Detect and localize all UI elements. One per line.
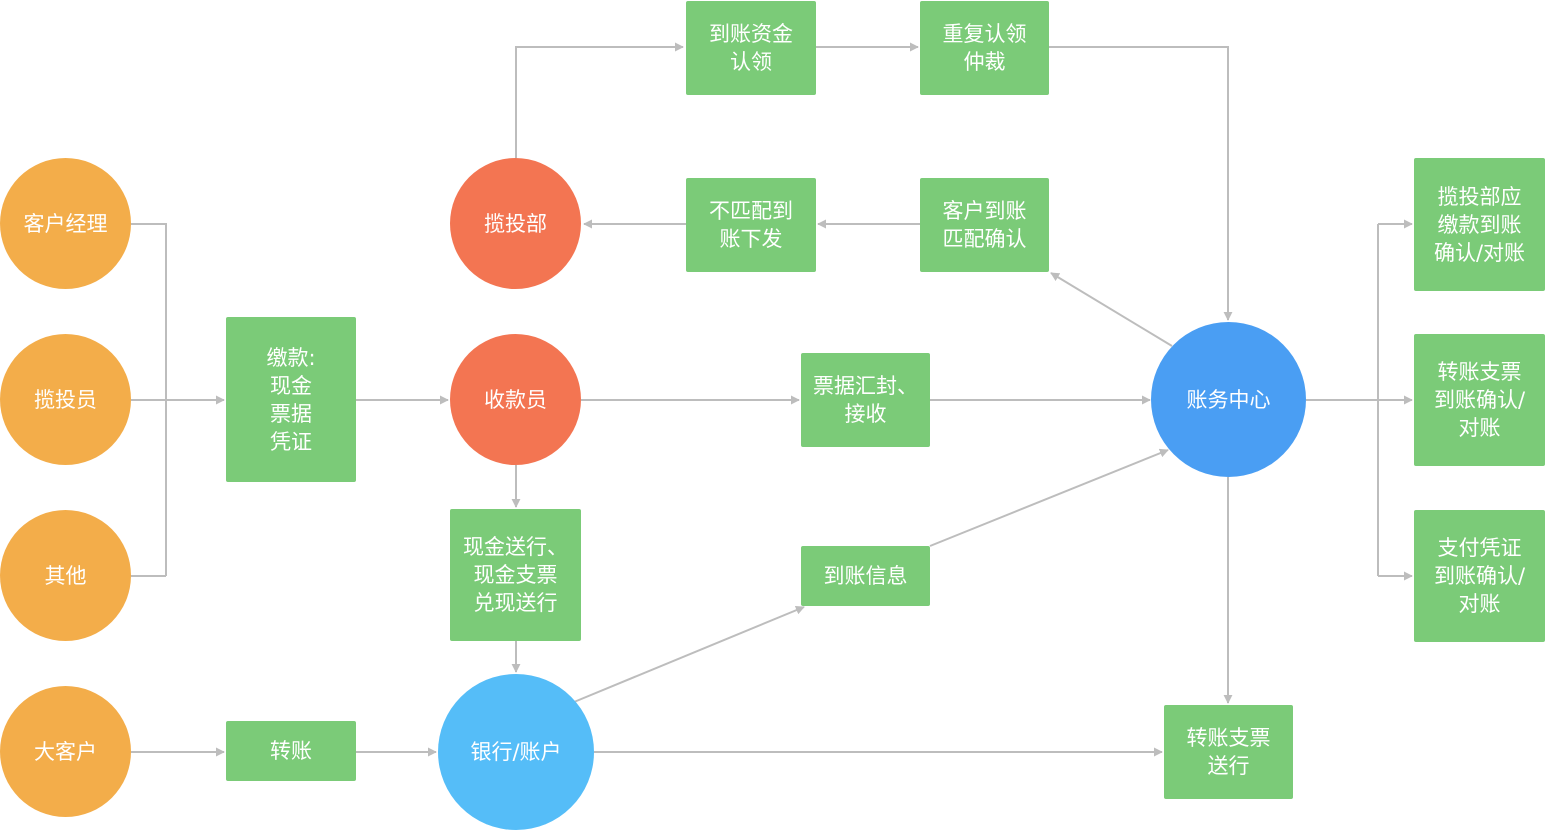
- edge-manager-to-payment: [131, 223, 225, 405]
- edge-arbitration-to-center: [1049, 46, 1233, 321]
- node-payment: 缴款: 现金 票据 凭证: [226, 317, 356, 482]
- node-big-customer: 大客户: [0, 686, 131, 817]
- node-bank-account: 银行/账户: [438, 674, 594, 830]
- node-arrival-claim: 到账资金 认领: [686, 1, 816, 95]
- node-arrival-info: 到账信息: [801, 546, 930, 606]
- node-customer-match: 客户到账 匹配确认: [920, 178, 1049, 272]
- edge-solicit-dept-to-claim: [515, 42, 684, 158]
- node-mismatch-issue: 不匹配到 账下发: [686, 178, 816, 272]
- edge-center-to-match: [1050, 272, 1173, 347]
- node-solicit-dept: 揽投部: [450, 158, 581, 289]
- node-customer-manager: 客户经理: [0, 158, 131, 289]
- node-cash-delivery: 现金送行、 现金支票 兑现送行: [450, 509, 581, 641]
- node-payment-voucher-confirm: 支付凭证 到账确认/ 对账: [1414, 510, 1545, 642]
- node-accounting-center: 账务中心: [1151, 322, 1306, 477]
- node-solicitor: 揽投员: [0, 334, 131, 465]
- node-transfer: 转账: [226, 721, 356, 781]
- node-other: 其他: [0, 510, 131, 641]
- node-bill-seal: 票据汇封、 接收: [801, 353, 930, 447]
- node-transfer-cheque-confirm: 转账支票 到账确认/ 对账: [1414, 334, 1545, 466]
- node-repeat-claim: 重复认领 仲裁: [920, 1, 1049, 95]
- node-cashier: 收款员: [450, 334, 581, 465]
- node-dept-payment-confirm: 揽投部应 缴款到账 确认/对账: [1414, 158, 1545, 291]
- node-transfer-cheque-send: 转账支票 送行: [1164, 705, 1293, 799]
- edge-arrival-info-to-center: [929, 448, 1169, 547]
- edge-bank-to-arrival-info: [573, 605, 805, 703]
